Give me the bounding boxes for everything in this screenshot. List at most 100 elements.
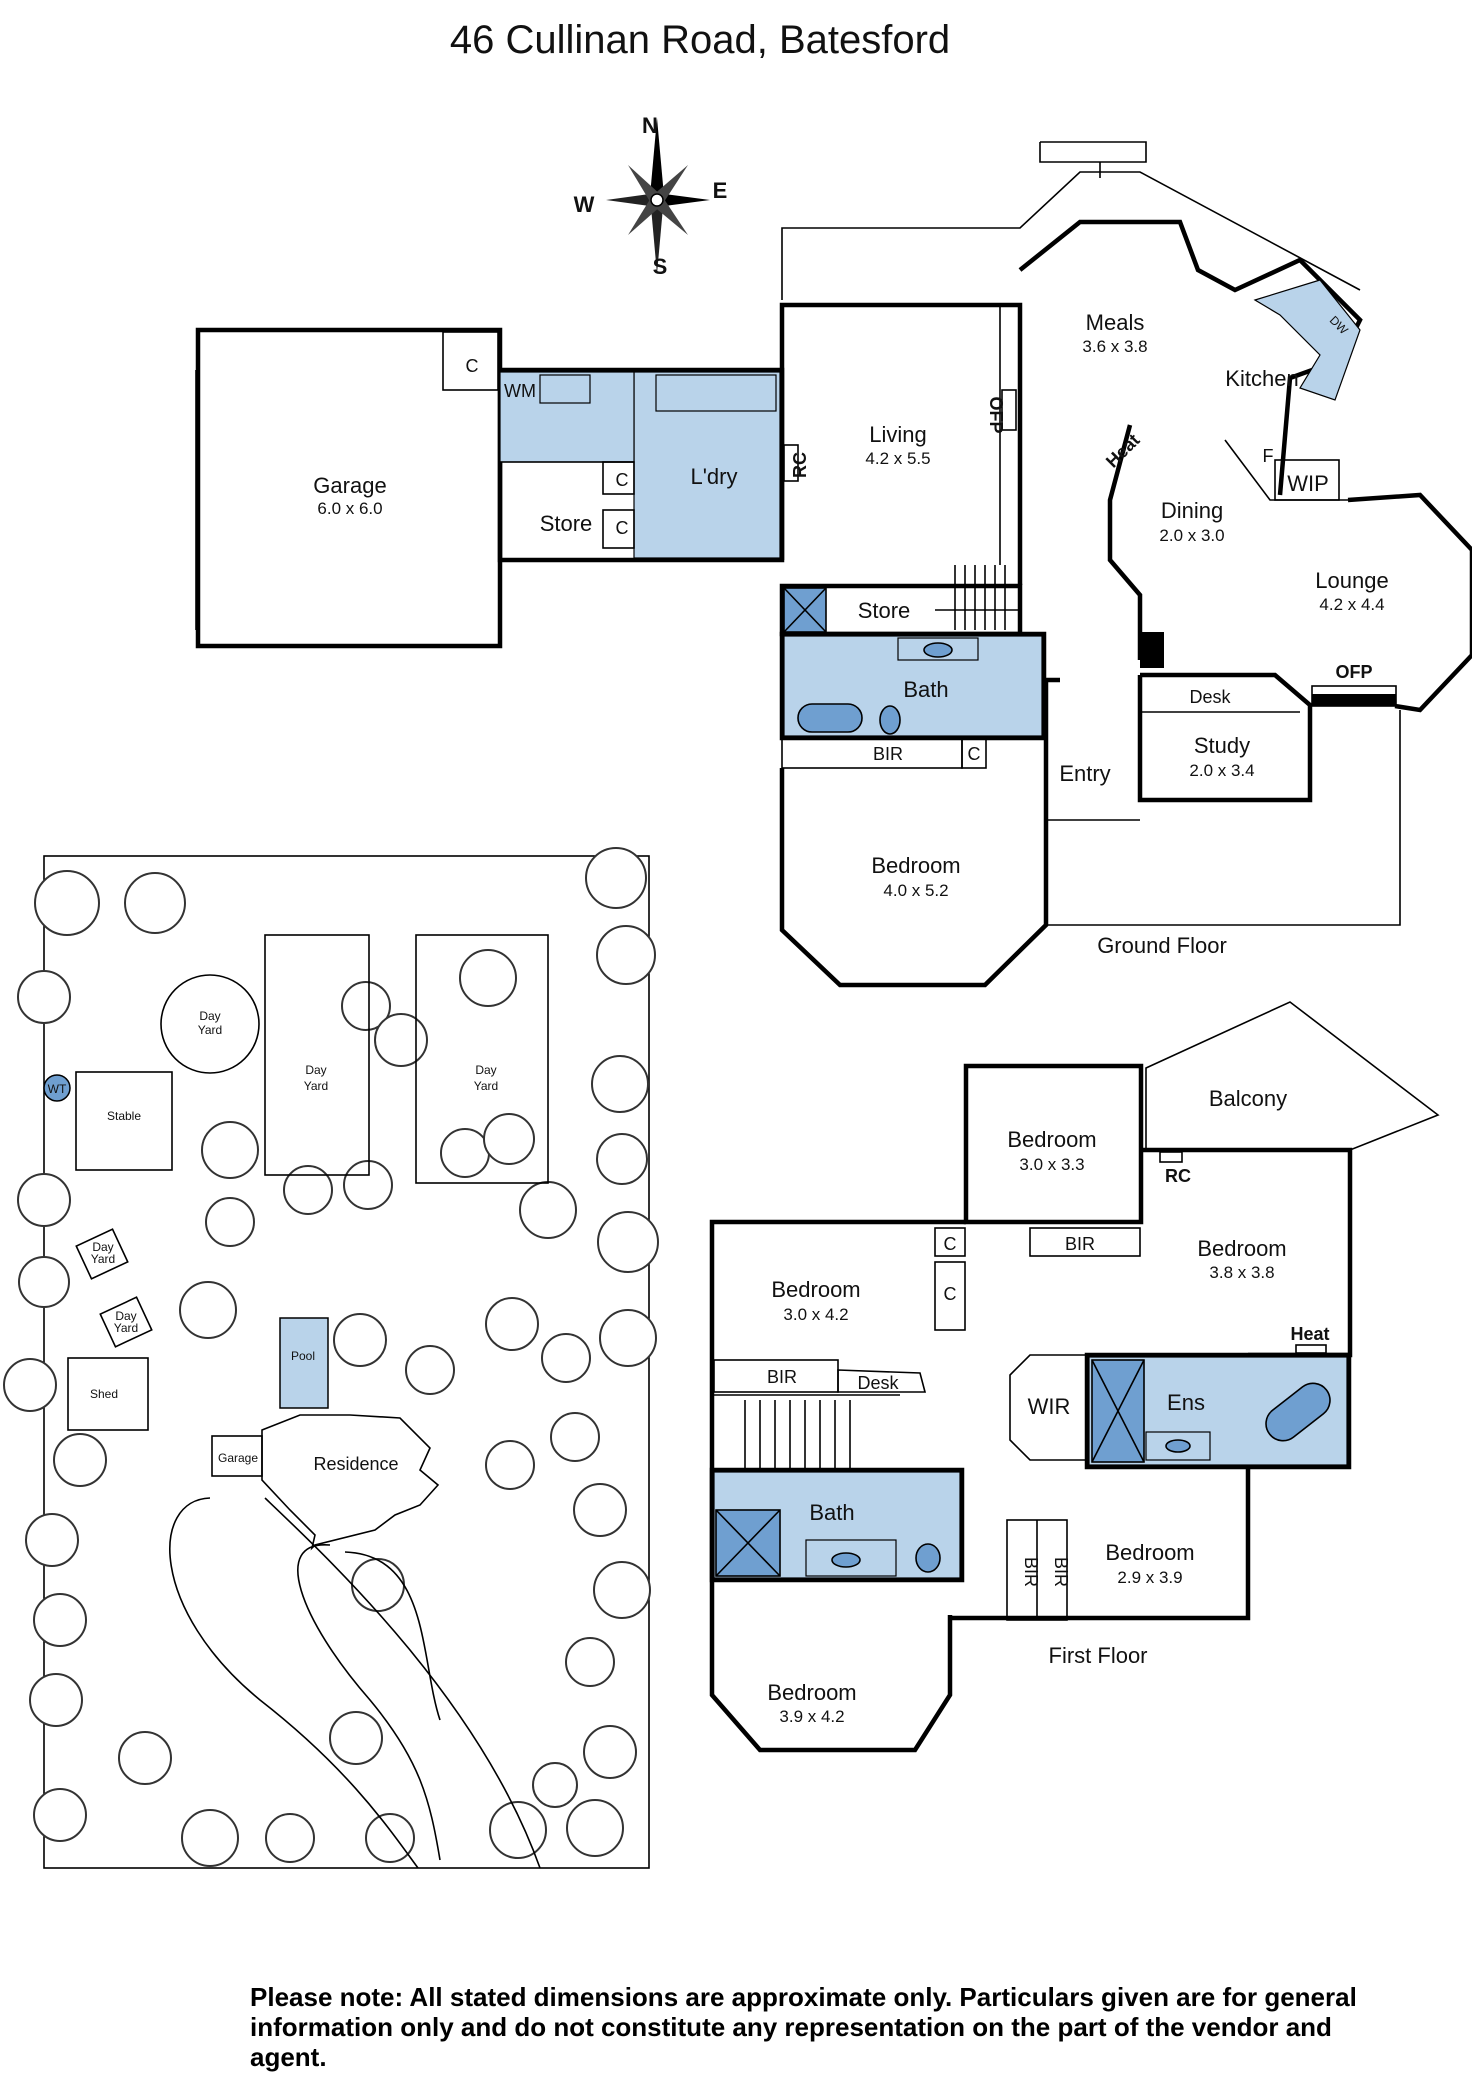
site-dayyard-3a: Day	[475, 1063, 496, 1077]
ground-floor-plan: C Garage 6.0 x 6.0 WM C C Store L'dry RC…	[195, 141, 1472, 988]
meals-dim: 3.6 x 3.8	[1082, 337, 1147, 356]
ff-bed-w-dim: 3.0 x 4.2	[783, 1305, 848, 1324]
ff-heat-label: Heat	[1290, 1324, 1329, 1344]
gf-bir-label: BIR	[873, 744, 903, 764]
shed-building	[67, 1357, 149, 1431]
ff-bed-n-dim: 3.0 x 3.3	[1019, 1155, 1084, 1174]
compass-e: E	[713, 178, 728, 203]
gf-rc-label: RC	[790, 452, 810, 478]
first-floor-label: First Floor	[1049, 1643, 1148, 1668]
ff-bed-ne-dim: 3.8 x 3.8	[1209, 1263, 1274, 1282]
living-name: Living	[869, 422, 926, 447]
gf-bath-label: Bath	[903, 677, 948, 702]
study-room	[1137, 672, 1313, 803]
study-dim: 2.0 x 3.4	[1189, 761, 1254, 780]
gf-laundry-c1-label: C	[616, 470, 629, 490]
garage-name: Garage	[313, 473, 386, 498]
ff-bedroom-n	[963, 1063, 1144, 1225]
first-floor-plan: Balcony Bedroom 3.0 x 3.3 RC Bedroom 3.8…	[709, 1001, 1440, 1753]
ff-ens-label: Ens	[1167, 1390, 1205, 1415]
site-dayyard-1b: Yard	[198, 1023, 222, 1037]
day-yard-3	[415, 934, 549, 1184]
ff-bath	[709, 1467, 965, 1583]
dining-room	[1107, 424, 1143, 660]
site-dayyard-2a: Day	[305, 1063, 326, 1077]
compass-w: W	[574, 192, 595, 217]
tree-icons	[3, 847, 659, 1867]
living-dim: 4.2 x 5.5	[865, 449, 930, 468]
ff-bath-label: Bath	[809, 1500, 854, 1525]
lounge-dim: 4.2 x 4.4	[1319, 595, 1384, 614]
kitchen-label: Kitchen	[1225, 366, 1298, 391]
site-dayyard-2b: Yard	[304, 1079, 328, 1093]
ff-bedroom-se	[950, 1467, 1251, 1621]
compass-s: S	[653, 254, 668, 279]
gf-f-label: F	[1263, 446, 1274, 466]
gf-wm-label: WM	[504, 381, 536, 401]
living-room	[779, 302, 1023, 585]
ff-bir-n-label: BIR	[1065, 1234, 1095, 1254]
water-tank-icon	[43, 1074, 71, 1102]
gf-desk-label: Desk	[1189, 687, 1231, 707]
meals-name: Meals	[1086, 310, 1145, 335]
residence-building	[261, 1414, 440, 1551]
ff-bed-se-name: Bedroom	[1105, 1540, 1194, 1565]
ff-c2-label: C	[944, 1284, 957, 1304]
site-stable-label: Stable	[107, 1109, 141, 1123]
day-yard-2	[264, 934, 370, 1176]
site-shed-label: Shed	[90, 1387, 118, 1401]
gf-bedroom-room	[779, 768, 1049, 988]
gf-wip-label: WIP	[1287, 471, 1329, 496]
ff-bir-w-label: BIR	[767, 1367, 797, 1387]
stable-building	[75, 1071, 173, 1171]
entry-label: Entry	[1059, 761, 1110, 786]
ff-bed-n-name: Bedroom	[1007, 1127, 1096, 1152]
ff-bed-sw-name: Bedroom	[767, 1680, 856, 1705]
site-garage-label: Garage	[218, 1451, 258, 1465]
lounge-name: Lounge	[1315, 568, 1388, 593]
study-name: Study	[1194, 733, 1250, 758]
site-dayyard-4b: Yard	[91, 1252, 115, 1266]
ff-bed-w-name: Bedroom	[771, 1277, 860, 1302]
compass-rose-icon: N E S W	[574, 113, 728, 279]
site-dayyard-5a: Day	[115, 1309, 136, 1323]
garage-dim: 6.0 x 6.0	[317, 499, 382, 518]
gf-ofp-living-label: OFP	[986, 396, 1006, 433]
site-dayyard-5b: Yard	[114, 1321, 138, 1335]
gf-store1-label: Store	[540, 511, 593, 536]
gf-bedroom-dim: 4.0 x 5.2	[883, 881, 948, 900]
site-wt-label: WT	[48, 1082, 67, 1096]
plan-title: 46 Cullinan Road, Batesford	[449, 18, 951, 62]
ff-bedroom-w	[709, 1219, 966, 1753]
dining-name: Dining	[1161, 498, 1223, 523]
gf-ofp-lounge-label: OFP	[1335, 662, 1372, 682]
ff-ensuite	[1084, 1352, 1352, 1470]
ff-bir-s2-label: BIR	[1051, 1557, 1071, 1587]
pool-shape	[279, 1317, 329, 1409]
ground-floor-label: Ground Floor	[1097, 933, 1227, 958]
gf-bedroom-name: Bedroom	[871, 853, 960, 878]
ff-c1-label: C	[944, 1234, 957, 1254]
gf-store2-label: Store	[858, 598, 911, 623]
ff-bed-ne-name: Bedroom	[1197, 1236, 1286, 1261]
ff-desk-label: Desk	[857, 1373, 899, 1393]
ff-wir-label: WIR	[1028, 1394, 1071, 1419]
site-dayyard-4a: Day	[92, 1240, 113, 1254]
dining-dim: 2.0 x 3.0	[1159, 526, 1224, 545]
ff-bir-s1-label: BIR	[1021, 1557, 1041, 1587]
ff-bed-sw-dim: 3.9 x 4.2	[779, 1707, 844, 1726]
ff-bed-se-dim: 2.9 x 3.9	[1117, 1568, 1182, 1587]
ff-rc-label: RC	[1165, 1166, 1191, 1186]
disclaimer-note: Please note: All stated dimensions are a…	[250, 1982, 1357, 2072]
day-yard-round	[160, 974, 260, 1074]
lounge-room	[1347, 492, 1472, 713]
site-dayyard-3b: Yard	[474, 1079, 498, 1093]
gf-bath-c-label: C	[968, 744, 981, 764]
balcony-area	[1145, 1001, 1440, 1151]
laundry-label: L'dry	[691, 464, 738, 489]
compass-n: N	[642, 113, 658, 138]
ff-balcony-label: Balcony	[1209, 1086, 1287, 1111]
site-dayyard-1a: Day	[199, 1009, 220, 1023]
site-pool-label: Pool	[291, 1349, 315, 1363]
